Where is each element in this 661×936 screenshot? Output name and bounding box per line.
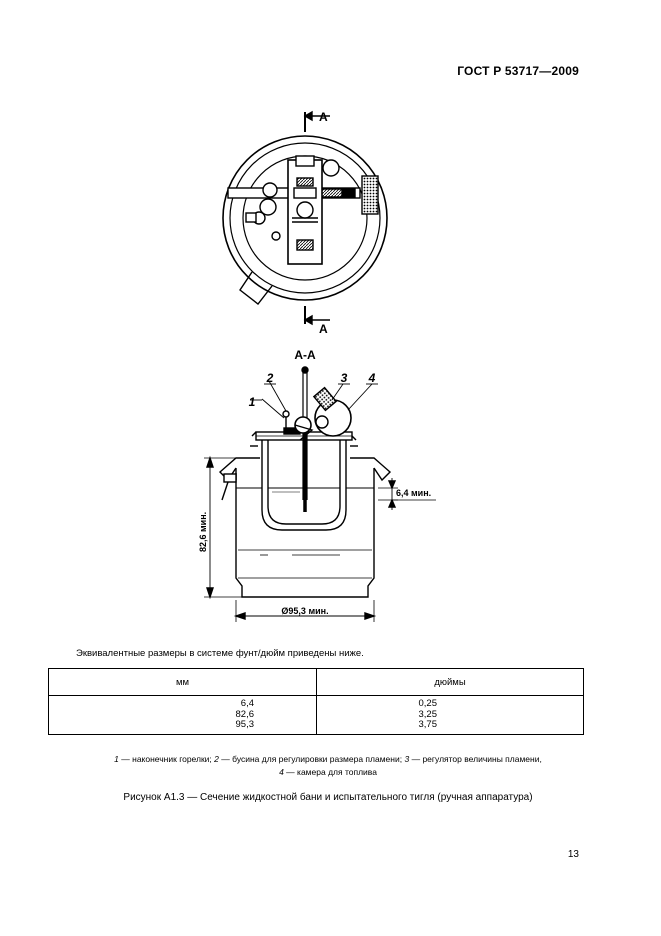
legend-num: 1 xyxy=(114,754,119,764)
legend-num: 3 xyxy=(404,754,410,764)
section-title: А-А xyxy=(294,348,316,362)
legend-line-2: 4 — камера для топлива xyxy=(279,767,377,777)
figure-legend: 1 — наконечник горелки; 2 — бусина для р… xyxy=(48,753,608,779)
table-cell: 3,75 xyxy=(418,719,438,730)
section-letter-bottom: А xyxy=(319,322,328,336)
page-number: 13 xyxy=(567,849,579,860)
section-letter-top: А xyxy=(319,110,328,124)
legend-text: наконечник горелки; xyxy=(132,754,212,764)
figure-caption: Рисунок А1.3 — Сечение жидкостной бани и… xyxy=(123,792,533,803)
dimension-diameter-label: Ø95,3 мин. xyxy=(281,606,328,616)
callout-1: 1 xyxy=(249,395,256,409)
legend-num: 4 xyxy=(279,767,284,777)
table-cell: 0,25 xyxy=(418,698,438,709)
legend-line-1: 1 — наконечник горелки; 2 — бусина для р… xyxy=(114,754,542,764)
table-cell: 95,3 xyxy=(235,719,255,730)
intro-text: Эквивалентные размеры в системе фунт/дюй… xyxy=(76,648,364,659)
callout-4: 4 xyxy=(368,371,376,385)
legend-text: бусина для регулировки размера пламени; xyxy=(232,754,403,764)
dimension-height-label: 82,6 мин. xyxy=(198,512,208,552)
plan-view xyxy=(222,110,388,326)
legend-text: камера для топлива xyxy=(297,767,377,777)
table-cell: 3,25 xyxy=(418,708,438,720)
dimension-gap-label: 6,4 мин. xyxy=(396,488,431,498)
table-cell: 82,6 xyxy=(235,708,255,720)
table-row: 6,4 82,6 95,3 0,25 3,25 3,75 xyxy=(48,695,584,735)
table-header-inches: дюймы xyxy=(316,668,584,696)
callout-3: 3 xyxy=(341,371,348,385)
table-column-inches: 0,25 3,25 3,75 xyxy=(316,695,584,735)
legend-text: регулятор величины пламени, xyxy=(422,754,542,764)
dimensions-table: мм дюймы 6,4 82,6 95,3 0,25 3,25 3,75 xyxy=(48,668,584,735)
callout-2: 2 xyxy=(266,371,274,385)
section-view xyxy=(204,366,436,622)
legend-num: 2 xyxy=(214,754,219,764)
table-cell: 6,4 xyxy=(240,698,254,709)
technical-drawing: А А А-А xyxy=(198,110,436,622)
table-header-mm: мм xyxy=(48,668,317,696)
table-column-mm: 6,4 82,6 95,3 xyxy=(48,695,317,735)
table-header-row: мм дюймы xyxy=(48,668,584,696)
document-header: ГОСТ Р 53717—2009 xyxy=(457,64,579,78)
